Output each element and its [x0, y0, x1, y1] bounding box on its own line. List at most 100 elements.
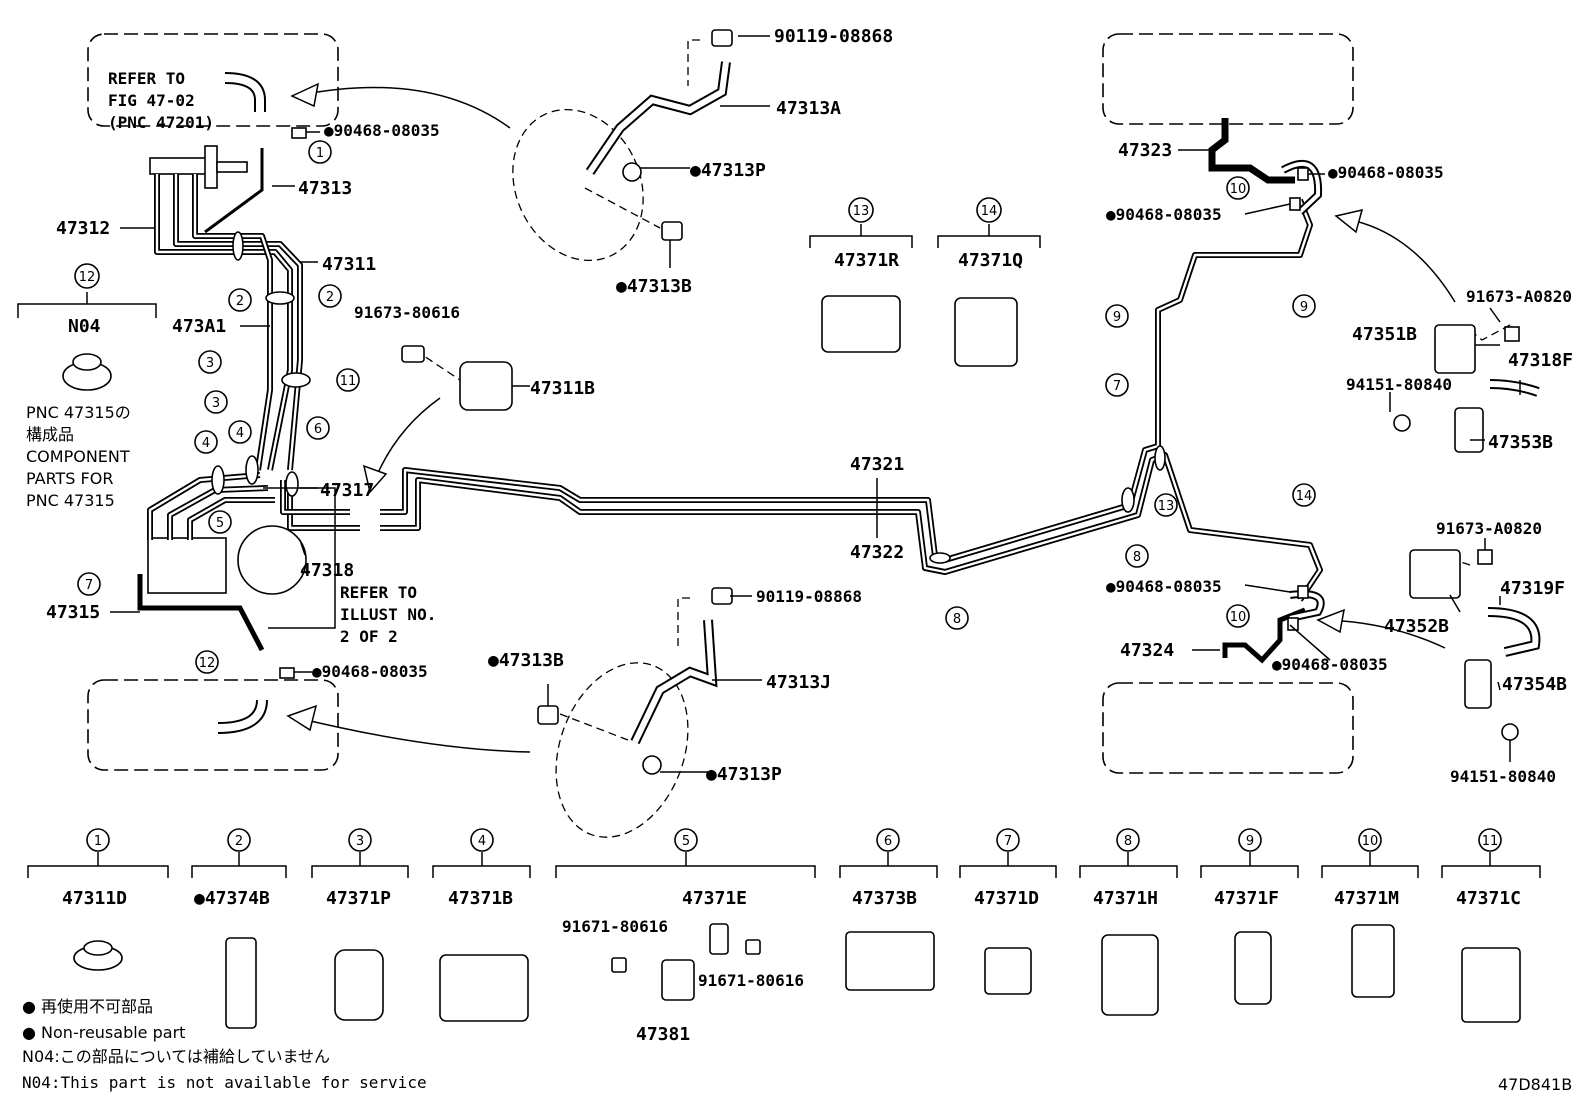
label-91673-80616: 91673-80616: [354, 303, 460, 322]
svg-text:7: 7: [1113, 379, 1121, 394]
label-clamp-11: 47371C: [1456, 888, 1521, 909]
label-clamp-5: 47371E: [682, 888, 747, 909]
svg-text:6: 6: [884, 834, 892, 849]
label-47353b: 47353B: [1488, 432, 1553, 453]
label-47381: 47381: [636, 1024, 690, 1045]
svg-text:1: 1: [94, 834, 102, 849]
label-47311b: 47311B: [530, 378, 595, 399]
label-94151-b: 94151-80840: [1450, 767, 1556, 786]
svg-text:14: 14: [981, 204, 998, 219]
label-47313b-bot: ●47313B: [488, 650, 564, 671]
label-47354b: 47354B: [1502, 674, 1567, 695]
label-47321: 47321: [850, 454, 904, 475]
label-94151-a: 94151-80840: [1346, 375, 1452, 394]
label-47319f: 47319F: [1500, 578, 1565, 599]
svg-text:4: 4: [236, 426, 244, 441]
label-47313a: 47313A: [776, 98, 841, 119]
refer-box-bottom-right: [1102, 682, 1354, 774]
label-90119-bot: 90119-08868: [756, 587, 862, 606]
label-clamp-13: 47371R: [834, 250, 899, 271]
label-clamp-2: ●47374B: [194, 888, 270, 909]
component-note-line1: PNC 47315の: [26, 403, 131, 422]
refer-fig-text: REFER TO FIG 47-02 (PNC 47201): [108, 69, 214, 132]
label-47318f: 47318F: [1508, 350, 1573, 371]
arrow-top-left: [299, 86, 511, 129]
svg-text:2: 2: [235, 834, 243, 849]
label-47315: 47315: [46, 602, 100, 623]
refer-fig-line1: REFER TO: [108, 69, 185, 88]
svg-text:3: 3: [356, 834, 364, 849]
legend: ● 再使用不可部品 ● Non-reusable part N04:この部品につ…: [22, 997, 427, 1092]
svg-text:12: 12: [79, 270, 96, 285]
svg-text:7: 7: [1004, 834, 1012, 849]
label-90468-r1: ●90468-08035: [1328, 163, 1444, 182]
label-47313p-bot: ●47313P: [706, 764, 782, 785]
label-clamp-3: 47371P: [326, 888, 391, 909]
label-47324: 47324: [1120, 640, 1174, 661]
refer-fig-line2: FIG 47-02: [108, 91, 195, 110]
label-n04: N04: [68, 316, 101, 337]
label-clamp-6: 47373B: [852, 888, 917, 909]
label-47311: 47311: [322, 254, 376, 275]
component-note-line3: COMPONENT: [26, 447, 130, 466]
svg-text:10: 10: [1230, 182, 1247, 197]
svg-text:1: 1: [316, 146, 324, 161]
component-note-line4: PARTS FOR: [26, 469, 113, 488]
svg-text:11: 11: [340, 374, 357, 389]
label-47313p-top: ●47313P: [690, 160, 766, 181]
legend-n04-jp: N04:この部品については補給していません: [22, 1047, 330, 1066]
svg-text:8: 8: [1124, 834, 1132, 849]
svg-text:11: 11: [1482, 834, 1499, 849]
label-47323: 47323: [1118, 140, 1172, 161]
label-bolt-a: 91671-80616: [562, 917, 668, 936]
label-47313j: 47313J: [766, 672, 831, 693]
label-91673-a0820-a: 91673-A0820: [1466, 287, 1572, 306]
svg-text:13: 13: [853, 204, 870, 219]
label-47351b: 47351B: [1352, 324, 1417, 345]
callout-markers: 1 2 2 3 3 4 4 5 6 7 11 12 12 8 8 9 9 7 1…: [74, 140, 1502, 852]
svg-text:13: 13: [1158, 499, 1175, 514]
label-90468-r2: ●90468-08035: [1106, 205, 1222, 224]
svg-text:2: 2: [236, 294, 244, 309]
svg-text:9: 9: [1246, 834, 1254, 849]
svg-text:4: 4: [202, 436, 210, 451]
label-bolt-b: 91671-80616: [698, 971, 804, 990]
svg-text:3: 3: [206, 356, 214, 371]
label-47318: 47318: [300, 560, 354, 581]
svg-text:5: 5: [682, 834, 690, 849]
refer-illust-text: REFER TO ILLUST NO. 2 OF 2: [340, 583, 436, 646]
svg-text:9: 9: [1113, 310, 1121, 325]
legend-jp: ● 再使用不可部品: [22, 997, 153, 1016]
label-91673-a0820-b: 91673-A0820: [1436, 519, 1542, 538]
svg-text:9: 9: [1300, 300, 1308, 315]
clamp-47311b: [459, 361, 513, 411]
label-90468-tl: ●90468-08035: [324, 121, 440, 140]
refer-box-top-left: [87, 33, 339, 127]
diagram-id: 47D841B: [1498, 1075, 1572, 1094]
component-note-line5: PNC 47315: [26, 491, 115, 510]
svg-text:8: 8: [1133, 550, 1141, 565]
label-clamp-4: 47371B: [448, 888, 513, 909]
refer-box-top-right: [1102, 33, 1354, 125]
label-clamp-8: 47371H: [1093, 888, 1158, 909]
label-90468-r4: ●90468-08035: [1272, 655, 1388, 674]
svg-text:2: 2: [326, 290, 334, 305]
component-note-line2: 構成品: [26, 425, 74, 444]
label-clamp-10: 47371M: [1334, 888, 1399, 909]
refer-box-bottom-left: [87, 679, 339, 771]
component-note: PNC 47315の 構成品 COMPONENT PARTS FOR PNC 4…: [26, 403, 131, 510]
label-47313: 47313: [298, 178, 352, 199]
clamp-legend-row: [27, 852, 1541, 1029]
refer-illust-line1: REFER TO: [340, 583, 417, 602]
label-90468-r3: ●90468-08035: [1106, 577, 1222, 596]
label-47322: 47322: [850, 542, 904, 563]
label-47312: 47312: [56, 218, 110, 239]
label-clamp-1: 47311D: [62, 888, 127, 909]
svg-text:3: 3: [212, 396, 220, 411]
svg-text:6: 6: [314, 422, 322, 437]
svg-text:4: 4: [478, 834, 486, 849]
svg-text:7: 7: [85, 578, 93, 593]
svg-text:5: 5: [216, 516, 224, 531]
refer-illust-line3: 2 OF 2: [340, 627, 398, 646]
